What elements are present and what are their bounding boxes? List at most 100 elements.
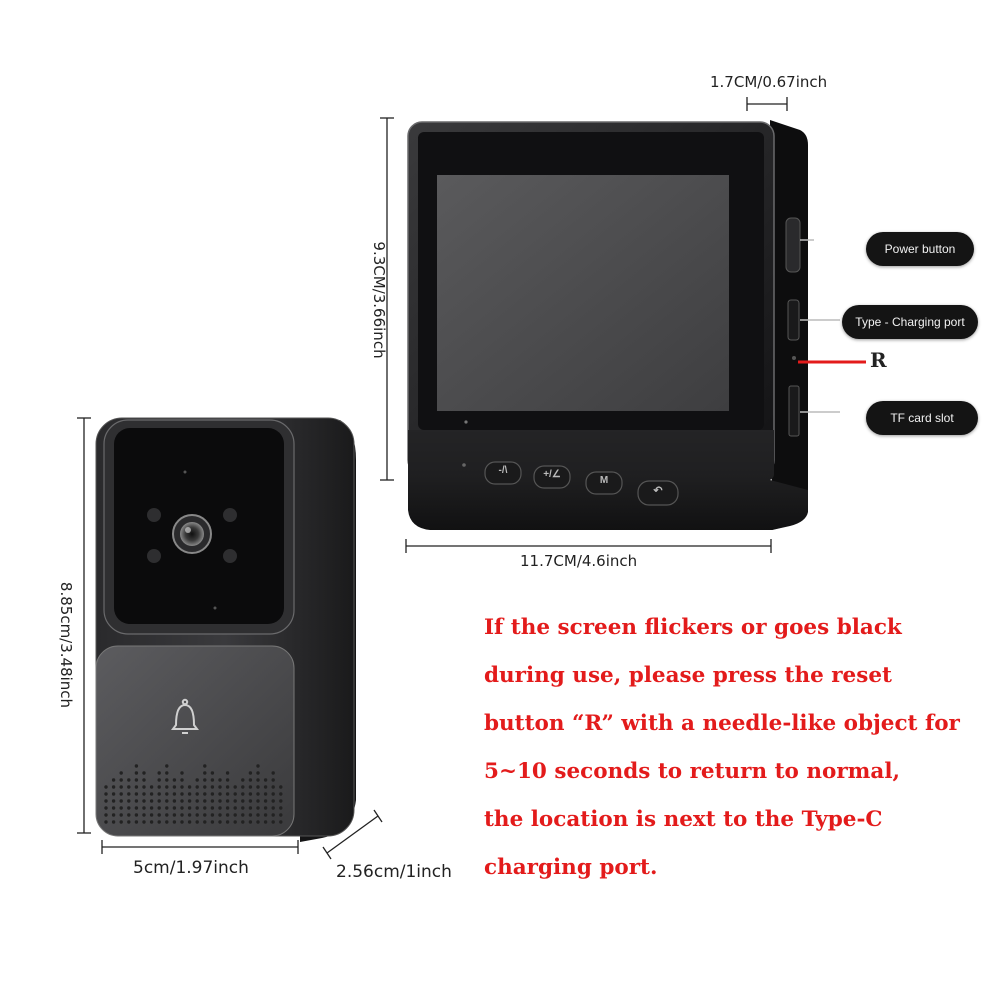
- grille-hole: [165, 792, 169, 796]
- doorbell-depth-label: 2.56cm/1inch: [336, 862, 452, 882]
- grille-hole: [165, 785, 169, 789]
- reset-hole-icon: [792, 356, 796, 360]
- bell-icon: [171, 698, 199, 734]
- grille-hole: [233, 799, 237, 803]
- grille-hole: [111, 778, 116, 782]
- grille-hole: [172, 806, 177, 810]
- grille-hole: [203, 778, 207, 782]
- grille-hole: [180, 799, 184, 803]
- grille-hole: [225, 813, 230, 817]
- grille-hole: [172, 799, 177, 803]
- grille-hole: [142, 792, 146, 796]
- grille-hole: [180, 771, 184, 775]
- note-line: charging port.: [484, 855, 658, 880]
- grille-hole: [203, 785, 207, 789]
- grille-hole: [111, 799, 116, 803]
- grille-hole: [142, 778, 146, 782]
- grille-hole: [218, 820, 222, 824]
- grille-hole: [210, 771, 215, 775]
- grille-hole: [149, 792, 154, 796]
- doorbell-width-label: 5cm/1.97inch: [133, 858, 249, 878]
- grille-hole: [111, 806, 116, 810]
- grille-hole: [218, 813, 222, 817]
- grille-hole: [165, 820, 169, 824]
- power-button-callout: Power button: [866, 232, 974, 266]
- grille-hole: [203, 764, 207, 768]
- grille-hole: [210, 820, 215, 824]
- grille-hole: [271, 813, 275, 817]
- grille-hole: [225, 785, 230, 789]
- speaker-grille: [104, 764, 283, 824]
- grille-hole: [256, 813, 260, 817]
- grille-hole: [149, 813, 154, 817]
- grille-hole: [142, 813, 146, 817]
- grille-hole: [256, 785, 260, 789]
- grille-hole: [149, 820, 154, 824]
- grille-hole: [172, 778, 177, 782]
- grille-hole: [142, 806, 146, 810]
- grille-hole: [271, 799, 275, 803]
- grille-hole: [256, 820, 260, 824]
- grille-hole: [187, 813, 192, 817]
- grille-hole: [263, 785, 268, 789]
- grille-hole: [165, 806, 169, 810]
- note-line: If the screen flickers or goes black: [484, 615, 902, 640]
- grille-hole: [195, 792, 199, 796]
- grille-hole: [119, 806, 123, 810]
- grille-hole: [248, 792, 253, 796]
- grille-hole: [233, 792, 237, 796]
- note-line: during use, please press the reset: [484, 663, 892, 688]
- grille-hole: [233, 813, 237, 817]
- grille-hole: [218, 778, 222, 782]
- grille-hole: [263, 792, 268, 796]
- grille-hole: [157, 806, 161, 810]
- grille-hole: [134, 792, 139, 796]
- grille-hole: [256, 771, 260, 775]
- monitor-plus-button-label: +/∠: [543, 469, 561, 480]
- grille-hole: [172, 813, 177, 817]
- grille-hole: [127, 799, 131, 803]
- grille-hole: [248, 771, 253, 775]
- grille-hole: [225, 799, 230, 803]
- grille-hole: [127, 820, 131, 824]
- monitor-button-row: [484, 461, 679, 506]
- grille-hole: [241, 820, 245, 824]
- grille-hole: [165, 799, 169, 803]
- grille-hole: [195, 806, 199, 810]
- grille-hole: [111, 785, 116, 789]
- reset-instructions: If the screen flickers or goes black dur…: [484, 610, 984, 898]
- grille-hole: [279, 792, 283, 796]
- grille-hole: [203, 820, 207, 824]
- grille-hole: [218, 799, 222, 803]
- grille-hole: [271, 778, 275, 782]
- grille-hole: [172, 792, 177, 796]
- grille-hole: [218, 806, 222, 810]
- grille-hole: [172, 785, 177, 789]
- grille-hole: [279, 799, 283, 803]
- grille-hole: [233, 820, 237, 824]
- grille-hole: [187, 806, 192, 810]
- grille-hole: [127, 813, 131, 817]
- grille-hole: [218, 785, 222, 789]
- tf-card-callout: TF card slot: [866, 401, 978, 435]
- grille-hole: [134, 771, 139, 775]
- grille-hole: [157, 785, 161, 789]
- monitor-call-button: [637, 480, 679, 506]
- monitor-minus-button: [484, 461, 522, 485]
- monitor-menu-button: [585, 471, 623, 495]
- grille-hole: [134, 806, 139, 810]
- grille-hole: [248, 820, 253, 824]
- grille-hole: [210, 799, 215, 803]
- monitor-screen: [437, 175, 729, 411]
- grille-hole: [225, 792, 230, 796]
- monitor-height-label: 9.3CM/3.66inch: [370, 241, 388, 359]
- grille-hole: [279, 806, 283, 810]
- grille-hole: [119, 785, 123, 789]
- grille-hole: [263, 813, 268, 817]
- grille-hole: [149, 806, 154, 810]
- grille-hole: [187, 785, 192, 789]
- grille-hole: [256, 799, 260, 803]
- grille-hole: [241, 792, 245, 796]
- grille-hole: [203, 813, 207, 817]
- grille-hole: [165, 771, 169, 775]
